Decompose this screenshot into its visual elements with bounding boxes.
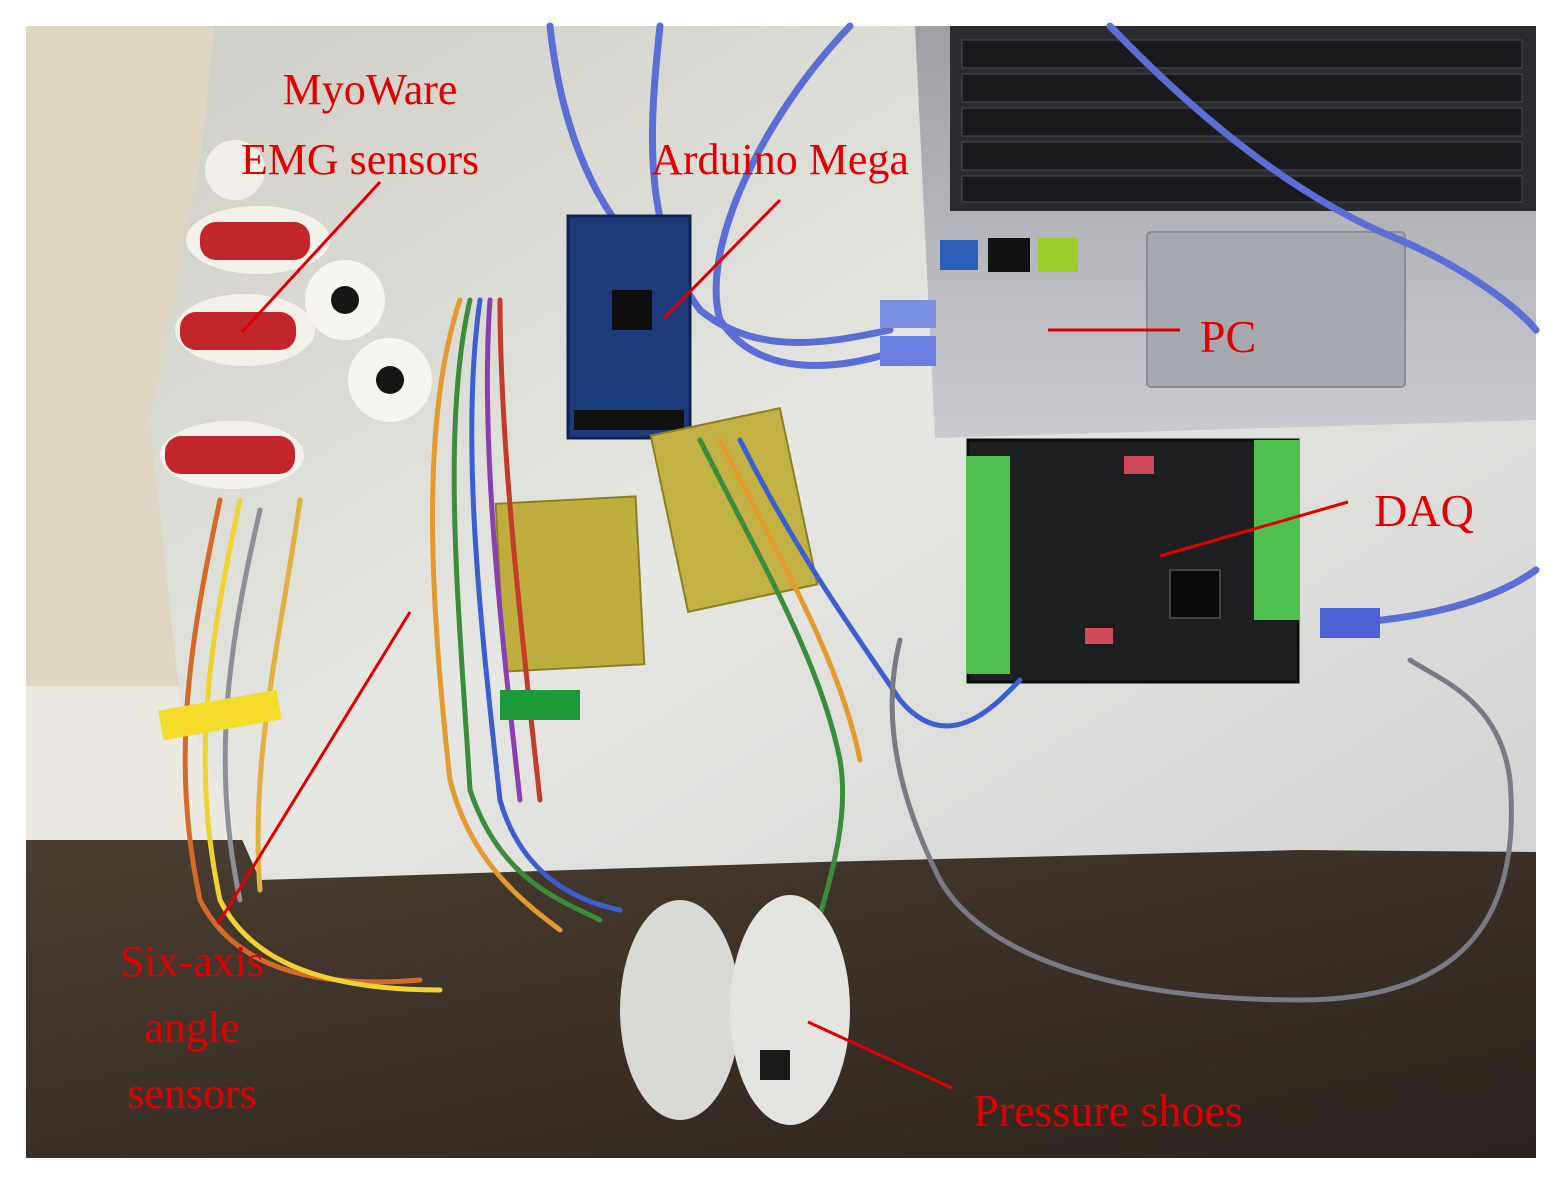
pressure-shoes-photo: [620, 895, 850, 1125]
emg-pointer-line: [240, 180, 382, 334]
usb-connector-2: [880, 336, 936, 366]
sticker-green: [1038, 238, 1078, 272]
shoes-pointer-line: [807, 1020, 953, 1090]
green-tape: [500, 690, 580, 720]
daq-dip-switch-2: [1085, 628, 1113, 644]
emg-label-line1: MyoWare: [283, 65, 458, 114]
usb-cables: [546, 22, 1540, 629]
daq-chip: [1169, 569, 1221, 619]
sticker-geforce: [988, 238, 1030, 272]
pc-label: PC: [1200, 311, 1256, 362]
arduino-mega-board: [566, 214, 692, 440]
daq-label: DAQ: [1374, 485, 1474, 536]
laptop: [915, 26, 1536, 438]
six-axis-label-line3: sensors: [127, 1069, 257, 1118]
emg-sensors: [160, 140, 432, 489]
daq-dip-switch: [1124, 456, 1154, 474]
daq-pointer-line: [1159, 500, 1349, 558]
usb-connector-1: [880, 300, 936, 328]
shoes-label: Pressure shoes: [973, 1085, 1243, 1136]
usb-connector-daq: [1320, 608, 1380, 638]
keyboard-keys: [961, 39, 1523, 203]
arduino-label: Arduino Mega: [651, 135, 909, 184]
laptop-touchpad: [1146, 231, 1406, 388]
wire-bundles: [182, 297, 1514, 1003]
six-axis-label-line2: angle: [144, 1003, 239, 1052]
annotation-labels: MyoWare EMG sensors Arduino Mega PC DAQ …: [120, 65, 1474, 1136]
daq-terminal-left: [966, 456, 1010, 674]
arduino-pointer-line: [662, 198, 782, 320]
six-axis-label-line1: Six-axis: [120, 937, 264, 986]
daq-board: [966, 438, 1300, 684]
emg-label-line2: EMG sensors: [241, 135, 479, 184]
annotation-lines: [216, 180, 1349, 1090]
yellow-tape: [158, 689, 282, 741]
sticker-intel: [940, 240, 978, 270]
daq-terminal-right: [1254, 440, 1300, 620]
six-axis-pointer-line: [216, 611, 412, 925]
